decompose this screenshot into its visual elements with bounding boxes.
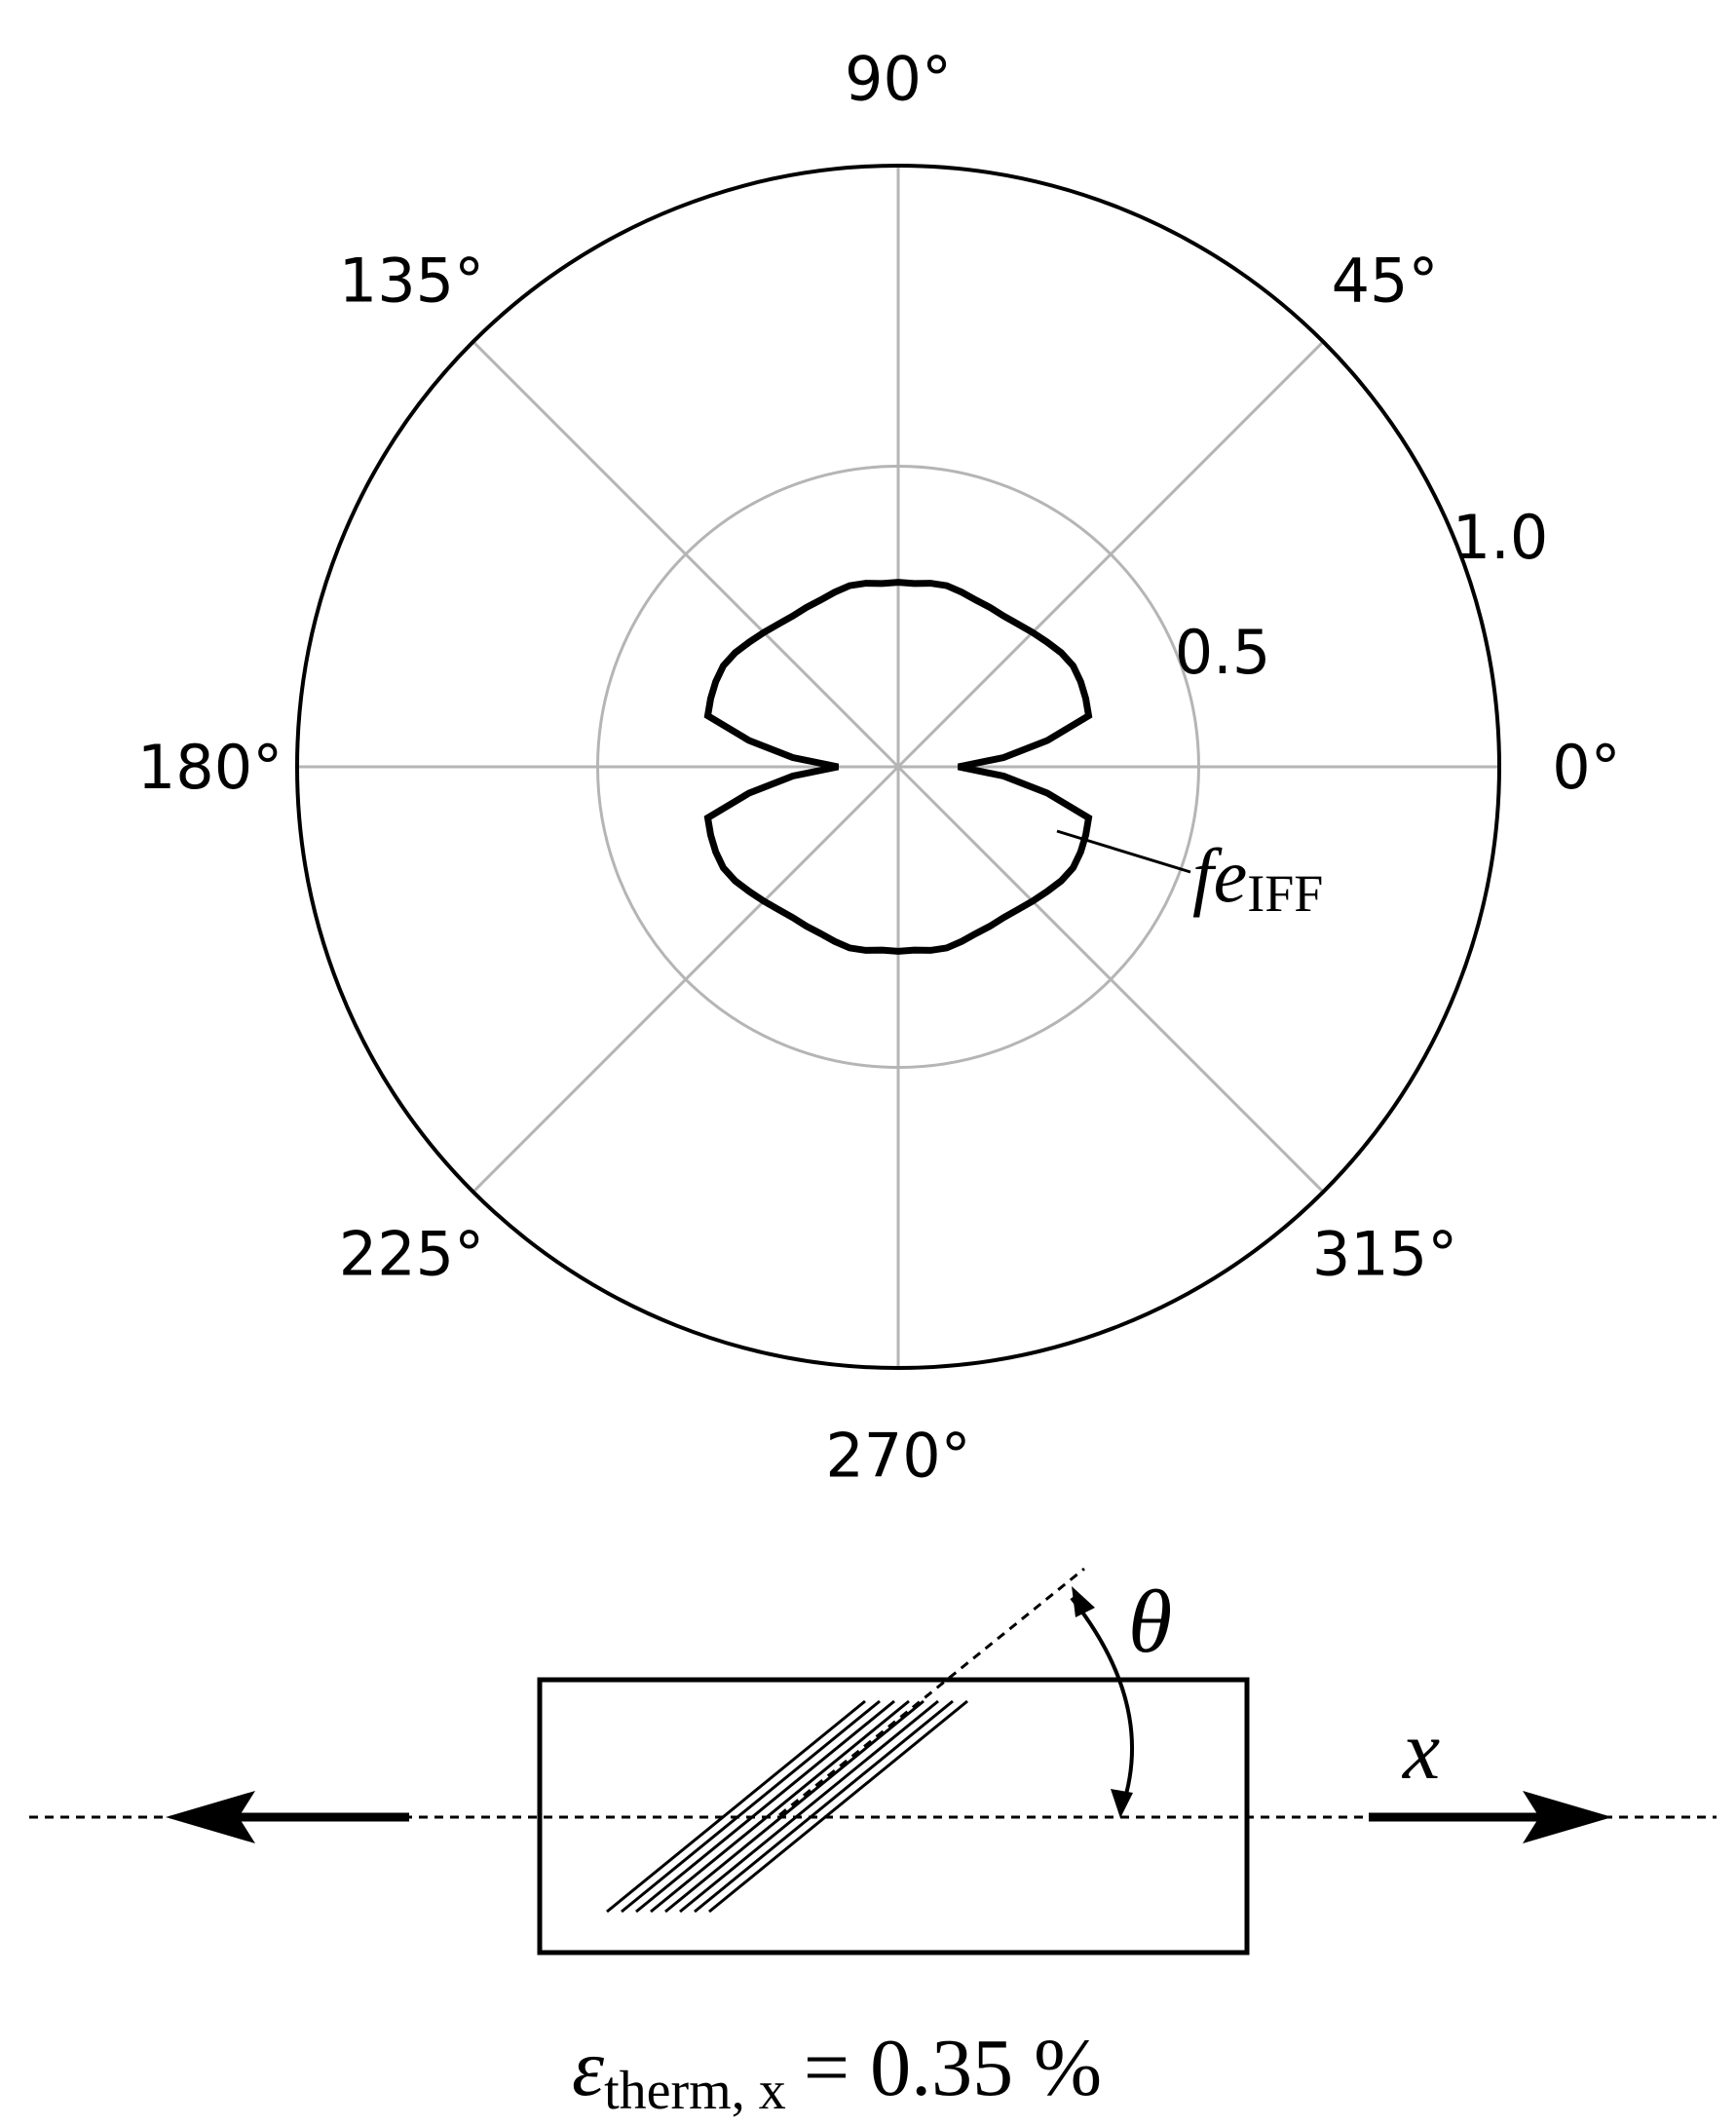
series-line-fe-iff [703, 579, 1093, 955]
right-load-arrow-head [1523, 1791, 1612, 1843]
fiber-line [679, 1699, 939, 1914]
fiber-line [621, 1699, 881, 1914]
series-label-main: fe [1192, 833, 1247, 918]
fiber-line [694, 1699, 954, 1914]
angular-grid-line [896, 340, 1325, 769]
outer-frame [295, 164, 1501, 1370]
angle-tick-label: 180° [137, 732, 283, 803]
series-label: feIFF [1192, 833, 1323, 923]
angle-tick-label: 270° [825, 1420, 970, 1491]
fiber-angle-reference-line [778, 1567, 1085, 1817]
angular-grid-line [896, 765, 1325, 1194]
angle-tick-label: 225° [339, 1219, 484, 1290]
left-load-arrow-head [166, 1791, 255, 1843]
fiber-line [708, 1699, 968, 1914]
specimen-schematic: θ x εtherm, x = 0.35 % [29, 1567, 1717, 2121]
fiber-line [606, 1699, 866, 1914]
radial-tick-label: 1.0 [1453, 502, 1549, 573]
strain-symbol: ε [572, 2023, 605, 2113]
x-axis-symbol-label: x [1401, 1703, 1440, 1797]
angle-theta-label: θ [1128, 1572, 1172, 1671]
specimen-rectangle [537, 1677, 1250, 1955]
angle-arc-arrow-top [1072, 1586, 1095, 1617]
polar-chart: 0° 45° 90° 135° 180° 225° 270° 315° 0.5 1.0 feIF… [137, 44, 1621, 1492]
fiber-line [635, 1699, 895, 1914]
angular-grid-line [472, 340, 900, 769]
strain-value: = 0.35 % [804, 2023, 1102, 2113]
fiber-line [664, 1699, 925, 1914]
polar-grid [297, 166, 1499, 1368]
series-leader-line [1056, 829, 1191, 874]
strain-label: εtherm, x = 0.35 % [572, 2023, 1102, 2121]
radial-tick-label: 0.5 [1175, 617, 1271, 688]
strain-subscript: therm, x [604, 2061, 786, 2121]
fiber-lines [606, 1699, 968, 1914]
angle-tick-label: 0° [1552, 732, 1620, 803]
radial-tick-labels: 0.5 1.0 [1175, 502, 1549, 688]
polar-series [703, 579, 1093, 955]
angle-arc-arrow-bottom [1111, 1789, 1133, 1818]
angle-tick-label: 90° [845, 44, 952, 115]
angle-tick-label: 135° [339, 245, 484, 316]
angle-arc [1070, 1596, 1134, 1808]
angle-tick-labels: 0° 45° 90° 135° 180° 225° 270° 315° [137, 44, 1621, 1492]
angle-tick-label: 315° [1312, 1219, 1457, 1290]
fiber-line [650, 1699, 910, 1914]
angular-grid-line [472, 765, 900, 1194]
series-label-sub: IFF [1247, 864, 1323, 923]
angle-tick-label: 45° [1332, 245, 1439, 316]
